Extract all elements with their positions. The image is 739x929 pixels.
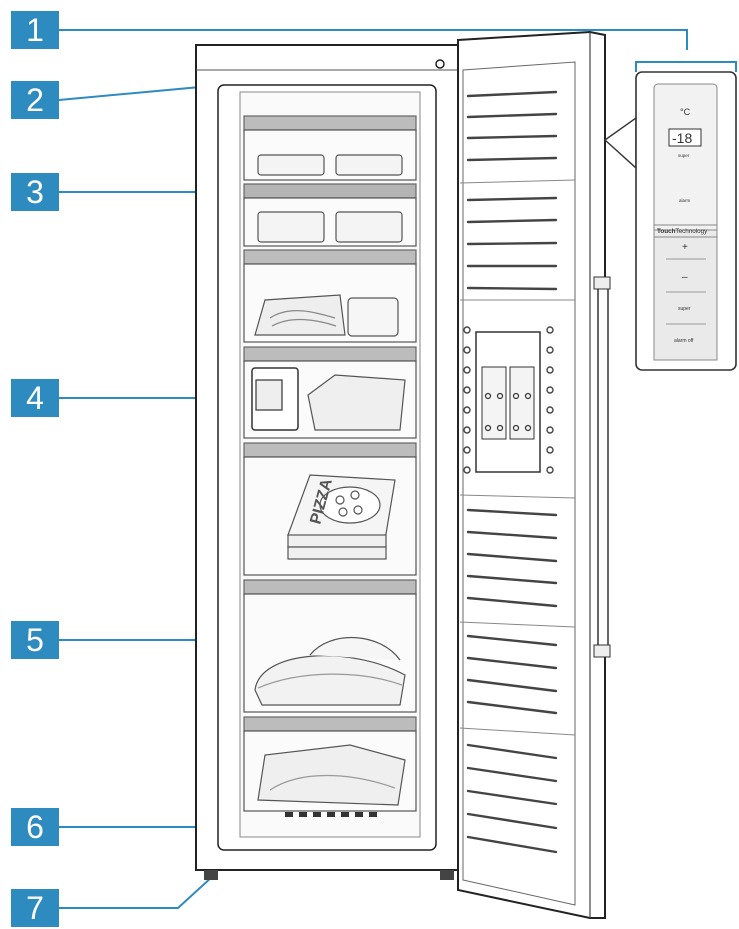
light-sensor [435, 59, 445, 69]
left-foot [204, 870, 218, 880]
callout-1: 1 [11, 11, 59, 49]
door [457, 30, 611, 919]
shelf-3 [243, 183, 417, 199]
super-indicator-label: super [678, 153, 690, 158]
temperature-unit-label: °C [680, 107, 691, 117]
alarm-off-button[interactable]: alarm off [674, 338, 694, 344]
right-foot [440, 870, 454, 880]
minus-button[interactable]: – [682, 272, 688, 283]
touch-technology-logo: TouchTechnology [657, 228, 708, 235]
callout-4: 4 [11, 379, 59, 417]
callout-7: 7 [11, 889, 59, 927]
zoom-wedge [603, 116, 637, 170]
door-handle [597, 279, 609, 651]
callout-2: 2 [11, 81, 59, 119]
alarm-indicator-label: alarm [679, 198, 691, 203]
temperature-value: -18 [672, 130, 692, 146]
super-button[interactable]: super [678, 306, 691, 312]
temperature-display [668, 128, 702, 147]
callout-3: 3 [11, 173, 59, 211]
control-panel: °C -18 super alarm TouchTechnology + – s… [635, 71, 737, 371]
callout-5: 5 [11, 621, 59, 659]
callout-6: 6 [11, 808, 59, 846]
drawers: PIZZA [243, 115, 417, 812]
vent-grille [285, 812, 377, 817]
plus-button[interactable]: + [682, 242, 688, 253]
drawer-1-front [243, 115, 417, 131]
